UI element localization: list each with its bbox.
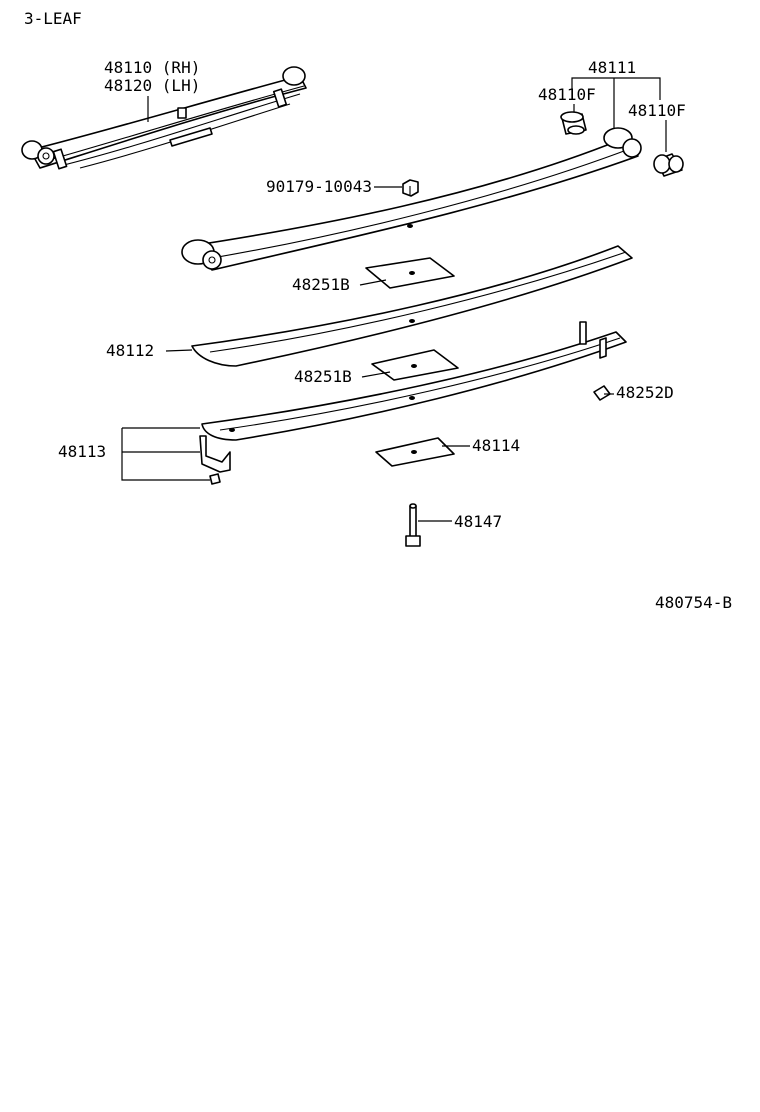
liner-lower-label: 48251B: [294, 367, 352, 386]
spacer: [375, 437, 455, 467]
leaf-spring-assembly-icon: [21, 66, 307, 170]
leaf-no2-label: 48112: [106, 341, 154, 360]
clip-insulator: [593, 385, 611, 401]
liner-upper-label: 48251B: [292, 275, 350, 294]
bushing-left-label: 48110F: [538, 85, 596, 104]
spacer-label: 48114: [472, 436, 520, 455]
leaf-no3-label: 48113: [58, 442, 106, 461]
hex-nut-icon: [402, 179, 419, 197]
diagram-id: 480754-B: [655, 593, 732, 612]
bushing-right-label: 48110F: [628, 101, 686, 120]
liner-upper: [365, 257, 455, 289]
rubber-bushing-icon: [560, 111, 587, 135]
leaf-no1: [181, 127, 642, 271]
center-bolt-label: 48147: [454, 512, 502, 531]
variant-title: 3-LEAF: [24, 9, 82, 28]
liner-lower: [371, 349, 459, 381]
rubber-bushing-icon: [653, 153, 684, 177]
leaf-no2: [191, 245, 633, 367]
spring-assy-lh-label: 48120 (LH): [104, 76, 200, 95]
leaf-no1-label: 48111: [588, 58, 636, 77]
leaf-no3: [199, 321, 627, 485]
clip-insulator-label: 48252D: [616, 383, 674, 402]
spring-assy-rh-label: 48110 (RH): [104, 58, 200, 77]
nut-label: 90179-10043: [266, 177, 372, 196]
center-bolt-icon: [405, 503, 421, 547]
